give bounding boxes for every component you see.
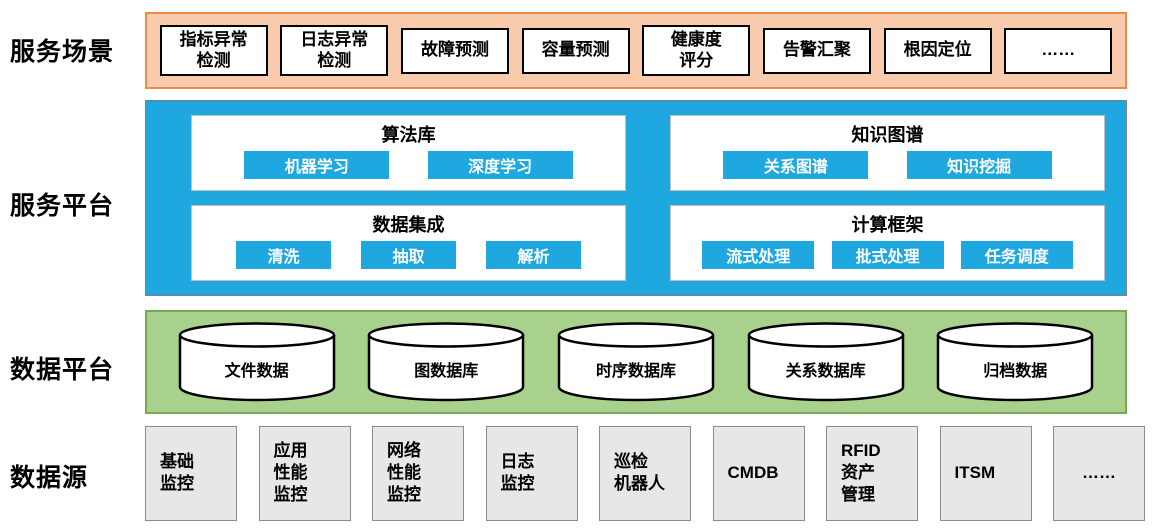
database-cylinder-archive-data: 归档数据 bbox=[935, 321, 1095, 403]
cylinder-icon bbox=[747, 322, 904, 402]
layer-label-data-platform: 数据平台 bbox=[10, 356, 115, 384]
panel-buttons: 清洗 抽取 解析 bbox=[192, 237, 625, 280]
source-item-log-monitoring: 日志 监控 bbox=[485, 425, 578, 521]
panel-title: 数据集成 bbox=[372, 215, 445, 235]
capability-chip-batch-processing: 批式处理 bbox=[831, 240, 944, 269]
source-item-basic-monitoring: 基础 监控 bbox=[145, 425, 237, 521]
capability-chip-deep-learning: 深度学习 bbox=[427, 150, 573, 179]
panel-buttons: 关系图谱 知识挖掘 bbox=[671, 147, 1104, 190]
cylinder-icon bbox=[557, 322, 715, 402]
database-label: 时序数据库 bbox=[595, 363, 676, 380]
scenario-item-log-anomaly: 日志异常 检测 bbox=[280, 25, 389, 76]
database-cylinder-graph-db: 图数据库 bbox=[366, 321, 526, 403]
panel-title: 算法库 bbox=[381, 125, 436, 145]
panel-knowledge-graph: 知识图谱 关系图谱 知识挖掘 bbox=[670, 115, 1105, 191]
database-label: 归档数据 bbox=[983, 363, 1048, 380]
capability-chip-parsing: 解析 bbox=[486, 240, 581, 269]
scenario-item-alert-aggregation: 告警汇聚 bbox=[762, 27, 871, 74]
capability-chip-task-scheduling: 任务调度 bbox=[960, 240, 1073, 269]
capability-chip-knowledge-mining: 知识挖掘 bbox=[906, 150, 1052, 179]
panel-data-integration: 数据集成 清洗 抽取 解析 bbox=[191, 205, 626, 281]
scenario-item-more: …… bbox=[1004, 27, 1113, 74]
source-item-apm: 应用 性能 监控 bbox=[258, 425, 351, 521]
database-label: 图数据库 bbox=[414, 363, 479, 380]
capability-chip-stream-processing: 流式处理 bbox=[702, 240, 815, 269]
capability-chip-relation-graph: 关系图谱 bbox=[723, 150, 869, 179]
source-item-cmdb: CMDB bbox=[712, 425, 805, 521]
scenario-item-fault-prediction: 故障预测 bbox=[400, 27, 509, 74]
panel-buttons: 流式处理 批式处理 任务调度 bbox=[671, 237, 1104, 280]
source-item-inspection-robot: 巡检 机器人 bbox=[599, 425, 691, 521]
source-item-npm: 网络 性能 监控 bbox=[372, 425, 464, 521]
capability-chip-machine-learning: 机器学习 bbox=[244, 150, 390, 179]
database-cylinder-file-data: 文件数据 bbox=[177, 321, 337, 403]
data-sources-row: 基础 监控 应用 性能 监控 网络 性能 监控 日志 监控 巡检 机器人 CMD… bbox=[145, 425, 1145, 521]
scenario-item-health-score: 健康度 评分 bbox=[642, 25, 751, 76]
capability-chip-extraction: 抽取 bbox=[361, 240, 456, 269]
panel-algorithm-library: 算法库 机器学习 深度学习 bbox=[191, 115, 626, 191]
database-label: 文件数据 bbox=[224, 363, 289, 380]
cylinder-icon bbox=[368, 322, 525, 402]
database-label: 关系数据库 bbox=[785, 363, 866, 380]
scenarios-band: 指标异常 检测 日志异常 检测 故障预测 容量预测 健康度 评分 告警汇聚 根因… bbox=[145, 12, 1127, 89]
scenario-item-root-cause: 根因定位 bbox=[883, 27, 992, 74]
panel-compute-framework: 计算框架 流式处理 批式处理 任务调度 bbox=[670, 205, 1105, 281]
cylinder-icon bbox=[178, 322, 335, 402]
panel-title: 知识图谱 bbox=[851, 125, 924, 145]
panel-title: 计算框架 bbox=[851, 215, 924, 235]
data-platform-band: 文件数据 图数据库 时序数据库 关系数据库 bbox=[145, 310, 1127, 414]
scenario-item-metric-anomaly: 指标异常 检测 bbox=[159, 25, 268, 76]
layer-label-data-sources: 数据源 bbox=[10, 464, 89, 492]
database-cylinder-timeseries-db: 时序数据库 bbox=[556, 321, 716, 403]
panel-buttons: 机器学习 深度学习 bbox=[192, 147, 625, 190]
layer-label-scenarios: 服务场景 bbox=[10, 38, 115, 66]
cylinder-icon bbox=[937, 322, 1094, 402]
source-item-itsm: ITSM bbox=[939, 425, 1032, 521]
layer-label-platform: 服务平台 bbox=[10, 192, 115, 220]
capability-chip-cleaning: 清洗 bbox=[236, 240, 331, 269]
platform-band: 算法库 机器学习 深度学习 知识图谱 关系图谱 知识挖掘 数据集成 清洗 抽取 … bbox=[145, 100, 1127, 296]
source-item-more: …… bbox=[1053, 425, 1145, 521]
source-item-rfid-assets: RFID 资产 管理 bbox=[826, 425, 918, 521]
database-cylinder-relational-db: 关系数据库 bbox=[746, 321, 906, 403]
scenario-item-capacity: 容量预测 bbox=[521, 27, 630, 74]
